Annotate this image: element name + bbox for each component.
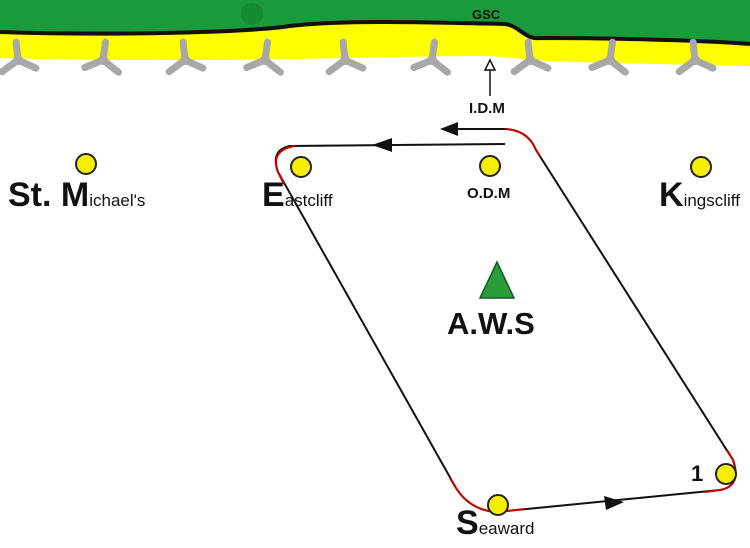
mark-initial: S: [456, 504, 479, 542]
mark-rest: ichael's: [89, 191, 146, 210]
tripod-groyne-icon: [0, 38, 40, 76]
mark-initial: K: [659, 176, 684, 214]
mark-label-st-michaels: St. Michael's: [8, 178, 145, 212]
mark-label-seaward: Seaward: [456, 506, 534, 540]
buoy-odm: [479, 155, 501, 177]
tripod-groyne-icon: [510, 38, 552, 76]
mark-rest: eaward: [478, 519, 535, 538]
tripod-groyne-icon: [325, 38, 367, 76]
buoy-st-michaels: [75, 153, 97, 175]
mark-initial: St. M: [8, 176, 90, 214]
groyne-row: [0, 38, 717, 76]
mark-label-kingscliff: Kingscliff: [659, 178, 740, 212]
aws-label: A.W.S: [447, 306, 535, 341]
green-triangle-icon: [478, 260, 516, 299]
direction-arrow-icon: [440, 122, 458, 136]
mark-initial: E: [262, 176, 285, 214]
shore-label-gsc: GSC: [472, 7, 501, 22]
tripod-groyne-icon: [243, 38, 284, 76]
buoys: [75, 153, 737, 516]
direction-arrow-icon: [604, 496, 624, 510]
buoy-eastcliff: [290, 156, 312, 178]
mark-label-eastcliff: Eastcliff: [262, 178, 333, 212]
shoreline: [0, 20, 750, 46]
turn-arc-eastcliff: [275, 145, 296, 185]
tripod-groyne-icon: [675, 38, 717, 76]
direction-arrow-icon: [372, 138, 392, 152]
idm-arrow-head: [483, 58, 497, 71]
mark-rest: astcliff: [284, 191, 333, 210]
turn-arc-start: [504, 128, 541, 157]
mark-label-1: 1: [691, 461, 704, 486]
buoy-seaward: [487, 494, 509, 516]
tripod-groyne-icon: [81, 38, 122, 76]
land-bush: [241, 3, 263, 25]
mark-rest: ingscliff: [683, 191, 740, 210]
buoy-mark-1: [715, 463, 737, 485]
mark-label-odm: O.D.M: [467, 185, 511, 202]
tripod-groyne-icon: [588, 38, 629, 76]
idm-label: I.D.M: [469, 100, 505, 117]
buoy-kingscliff: [690, 156, 712, 178]
tripod-groyne-icon: [165, 38, 207, 76]
tripod-groyne-icon: [410, 38, 451, 76]
